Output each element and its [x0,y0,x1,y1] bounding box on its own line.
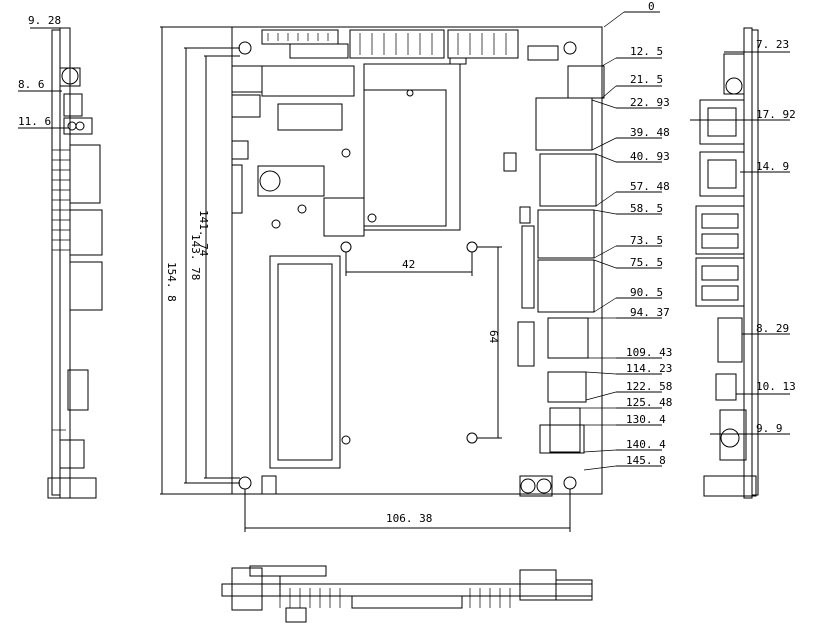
right-edge-dimensions: 0 12. 5 21. 5 22. 93 39. 48 40. 93 57. 4… [580,0,672,471]
dim-17-92: 17. 92 [756,108,796,121]
dim-right-140-4: 140. 4 [626,438,666,451]
dim-right-0: 0 [648,0,655,13]
dim-right-39-48: 39. 48 [630,126,670,139]
dim-9-28: 9. 28 [28,14,61,27]
dim-7-23: 7. 23 [756,38,789,51]
dim-141-74: 141. 74 [197,210,210,257]
dim-8-29: 8. 29 [756,322,789,335]
dim-right-40-93: 40. 93 [630,150,670,163]
dim-14-9: 14. 9 [756,160,789,173]
dim-right-12-5: 12. 5 [630,45,663,58]
dim-right-58-5: 58. 5 [630,202,663,215]
dim-right-125-48: 125. 48 [626,396,672,409]
dim-8-6: 8. 6 [18,78,45,91]
dim-right-130-4: 130. 4 [626,413,666,426]
front-view [221,565,593,623]
dim-10-13: 10. 13 [756,380,796,393]
dim-right-21-5: 21. 5 [630,73,663,86]
dim-64: 64 [487,330,500,344]
dim-right-114-23: 114. 23 [626,362,672,375]
dim-106-38: 106. 38 [386,512,432,525]
dim-right-57-48: 57. 48 [630,180,670,193]
dim-right-75-5: 75. 5 [630,256,663,269]
dim-42: 42 [402,258,415,271]
dim-right-90-5: 90. 5 [630,286,663,299]
left-side-view: 9. 28 8. 6 11. 6 [18,14,103,499]
dim-154-8: 154. 8 [165,262,178,302]
right-side-view: 7. 23 17. 92 14. 9 8. 29 10. 13 9. 9 [690,27,796,499]
board-top-view [231,26,605,497]
dim-9-9: 9. 9 [756,422,783,435]
dim-143-78: 143. 78 [189,234,202,280]
dim-11-6: 11. 6 [18,115,51,128]
dim-right-145-8: 145. 8 [626,454,666,467]
dim-right-22-93: 22. 93 [630,96,670,109]
dim-right-73-5: 73. 5 [630,234,663,247]
dim-right-122-58: 122. 58 [626,380,672,393]
board-dimensions: 154. 8 143. 78 141. 74 42 64 106. 38 0 1… [160,0,672,532]
dim-right-94-37: 94. 37 [630,306,670,319]
dim-right-109-43: 109. 43 [626,346,672,359]
